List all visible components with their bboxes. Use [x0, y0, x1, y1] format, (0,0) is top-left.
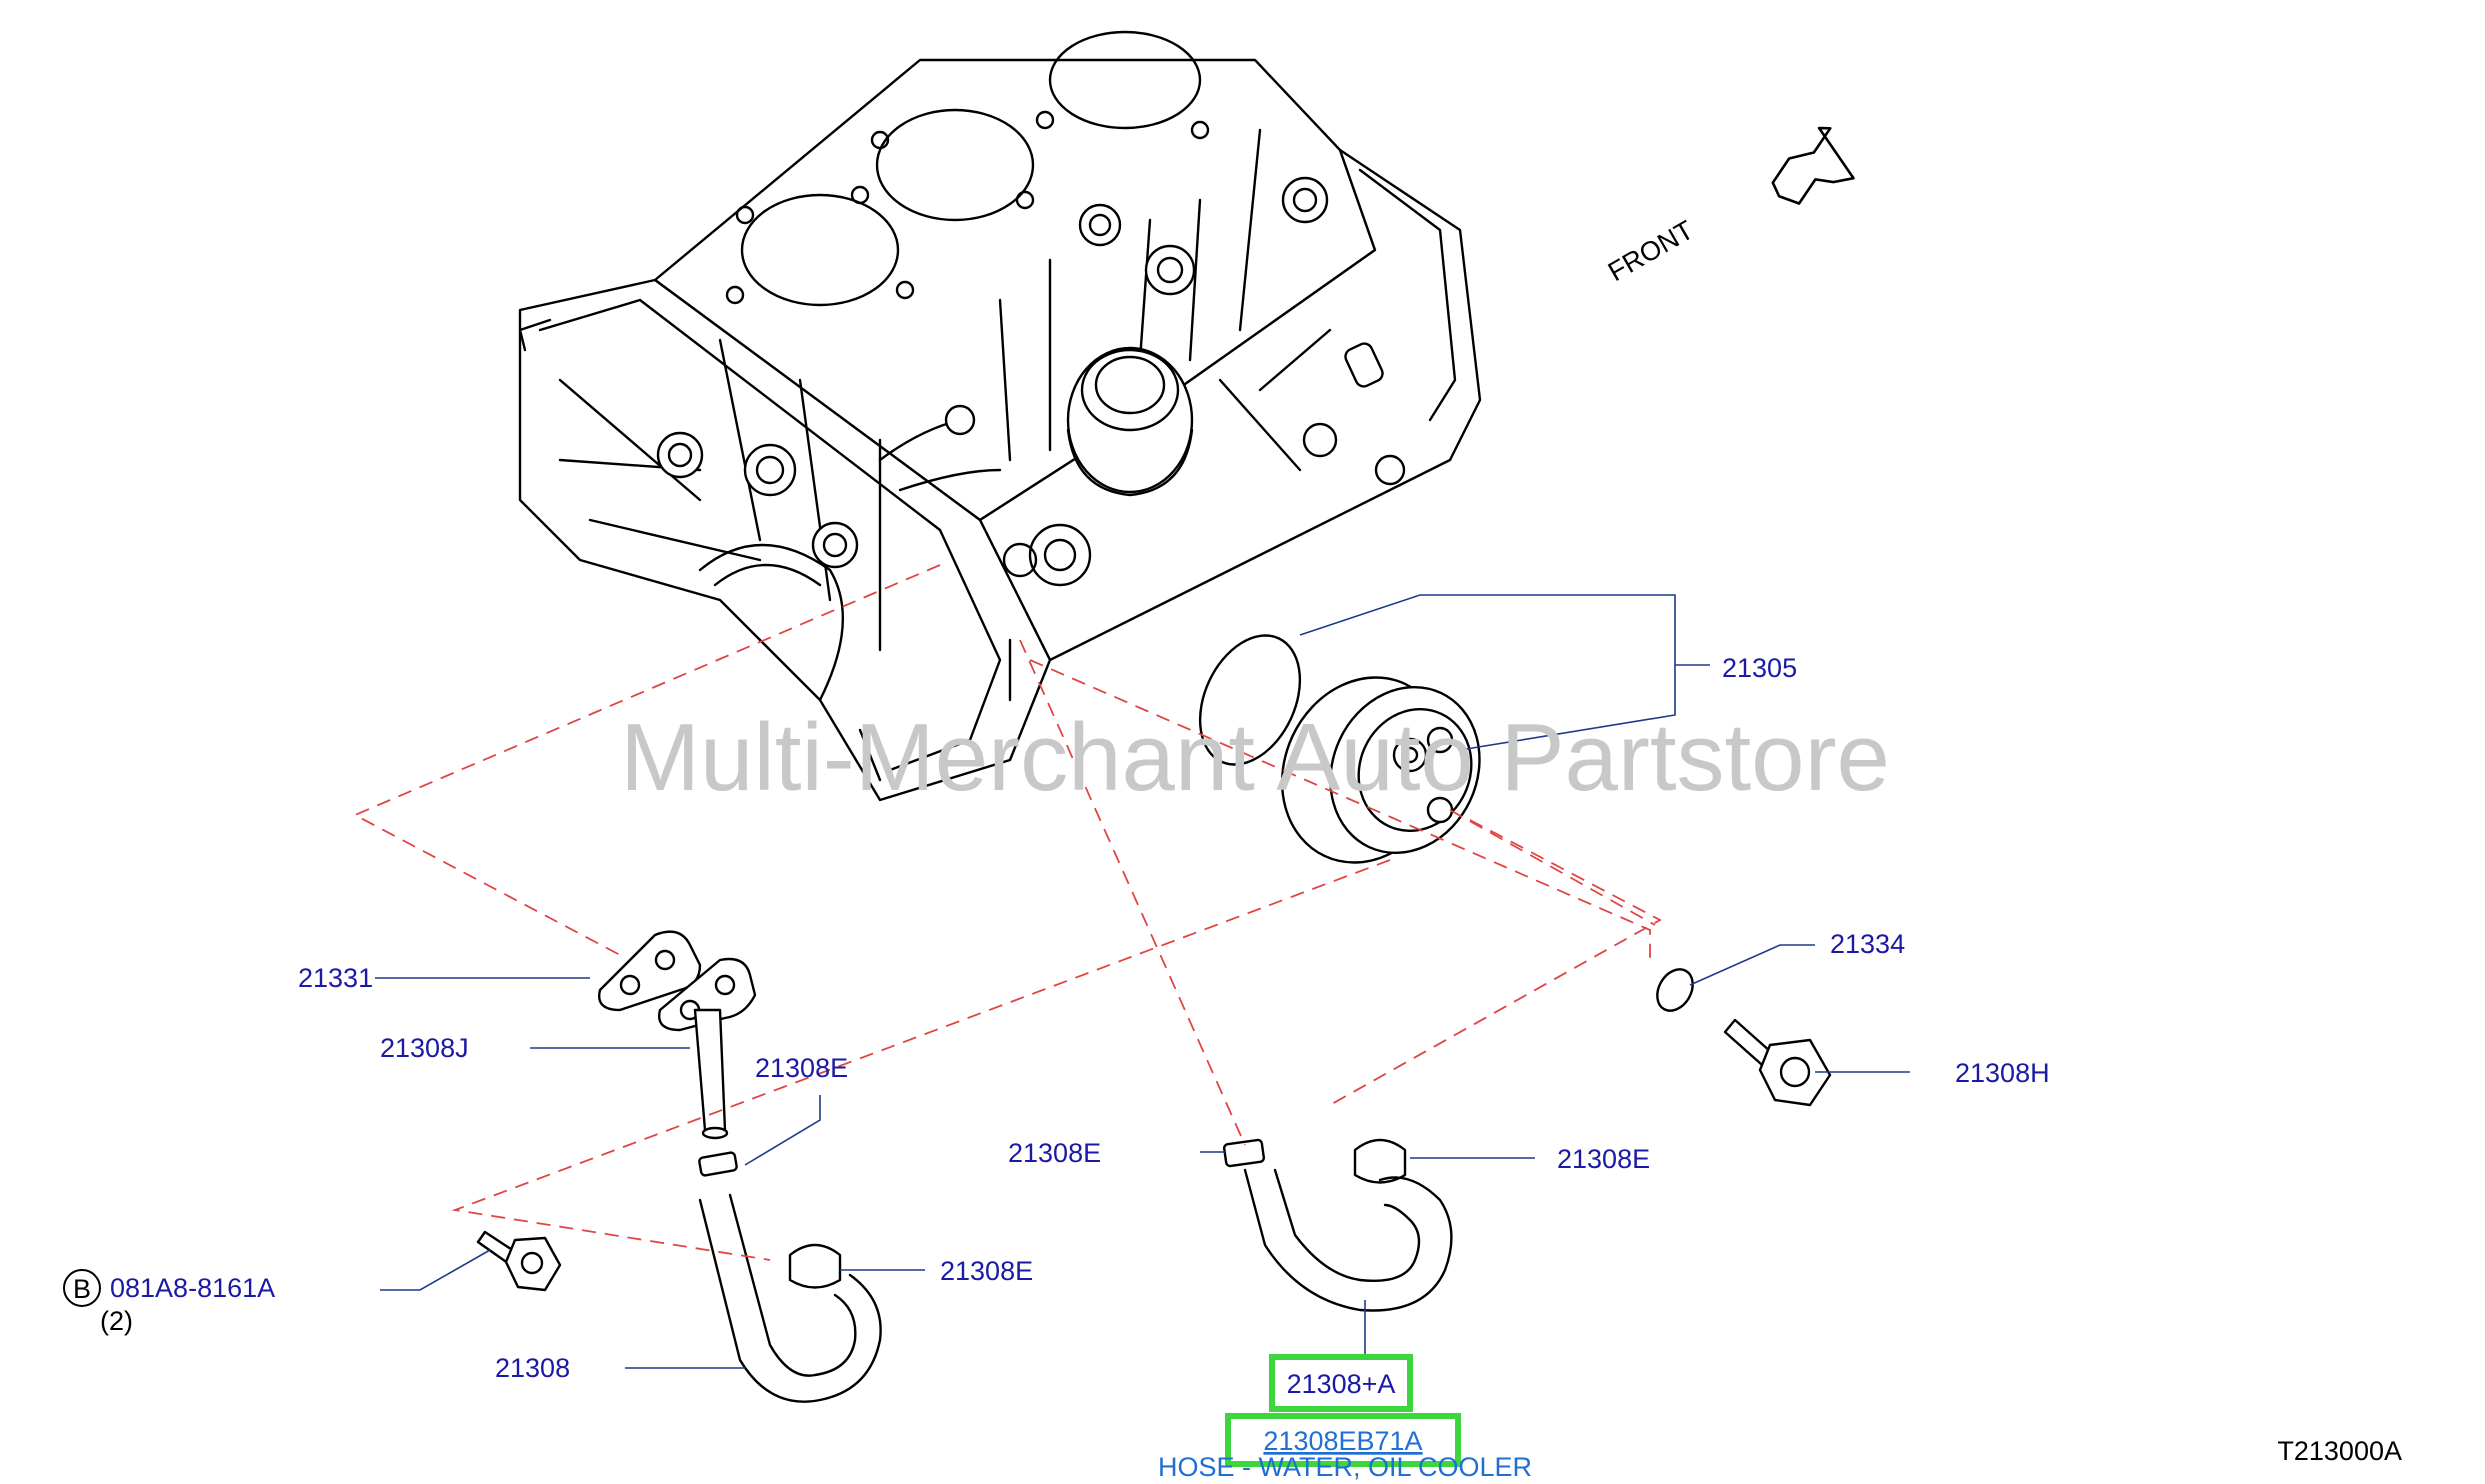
bolt-ref-circle-icon	[63, 1269, 101, 1307]
selected-number-highlight	[1225, 1413, 1461, 1467]
part-label-21308h[interactable]: 21308H	[1955, 1058, 2050, 1088]
selected-part-ref[interactable]: 21308+A	[1287, 1369, 1396, 1399]
engine-block-illustration	[518, 30, 1482, 802]
alignment-lines	[352, 564, 1662, 1261]
arrow-icon	[1771, 126, 1855, 205]
part-labels: 21305 21334 21331 21308J 21308E 21308H 2…	[63, 653, 2050, 1383]
hoses-illustration	[698, 1168, 1453, 1403]
oil-cooler-illustration	[1198, 634, 1481, 864]
selected-part-group: 21308+A 21308EB71A HOSE - WATER, OIL COO…	[1158, 1354, 1532, 1482]
selected-part-number-link[interactable]: 21308EB71A	[1263, 1426, 1422, 1456]
part-label-21308[interactable]: 21308	[495, 1353, 570, 1383]
part-label-21308e-low[interactable]: 21308E	[940, 1256, 1033, 1286]
bolt-quantity: (2)	[100, 1306, 133, 1336]
figure-id: T213000A	[2277, 1436, 2402, 1466]
part-label-21331[interactable]: 21331	[298, 963, 373, 993]
selected-part-description: HOSE - WATER, OIL COOLER	[1158, 1452, 1532, 1482]
part-label-21308e-mid-left[interactable]: 21308E	[1008, 1138, 1101, 1168]
part-label-21308e-top[interactable]: 21308E	[755, 1053, 848, 1083]
leader-lines	[375, 594, 1910, 1369]
part-label-21308e-mid-right[interactable]: 21308E	[1557, 1144, 1650, 1174]
part-label-21305[interactable]: 21305	[1722, 653, 1797, 683]
bolts-illustration	[476, 1018, 1832, 1292]
clips-illustration	[698, 968, 1694, 1289]
front-label: FRONT	[1603, 215, 1699, 287]
front-direction: FRONT	[1603, 126, 1855, 287]
bolt-ref-letter: B	[73, 1274, 91, 1304]
watermark: Multi-Merchant Auto Partstore	[620, 704, 1890, 811]
part-label-21308j[interactable]: 21308J	[380, 1033, 469, 1063]
selected-ref-highlight	[1269, 1354, 1413, 1412]
part-label-bolt-code[interactable]: 081A8-8161A	[110, 1273, 275, 1303]
part-label-21334[interactable]: 21334	[1830, 929, 1905, 959]
gasket-and-pipe-illustration	[598, 930, 757, 1140]
